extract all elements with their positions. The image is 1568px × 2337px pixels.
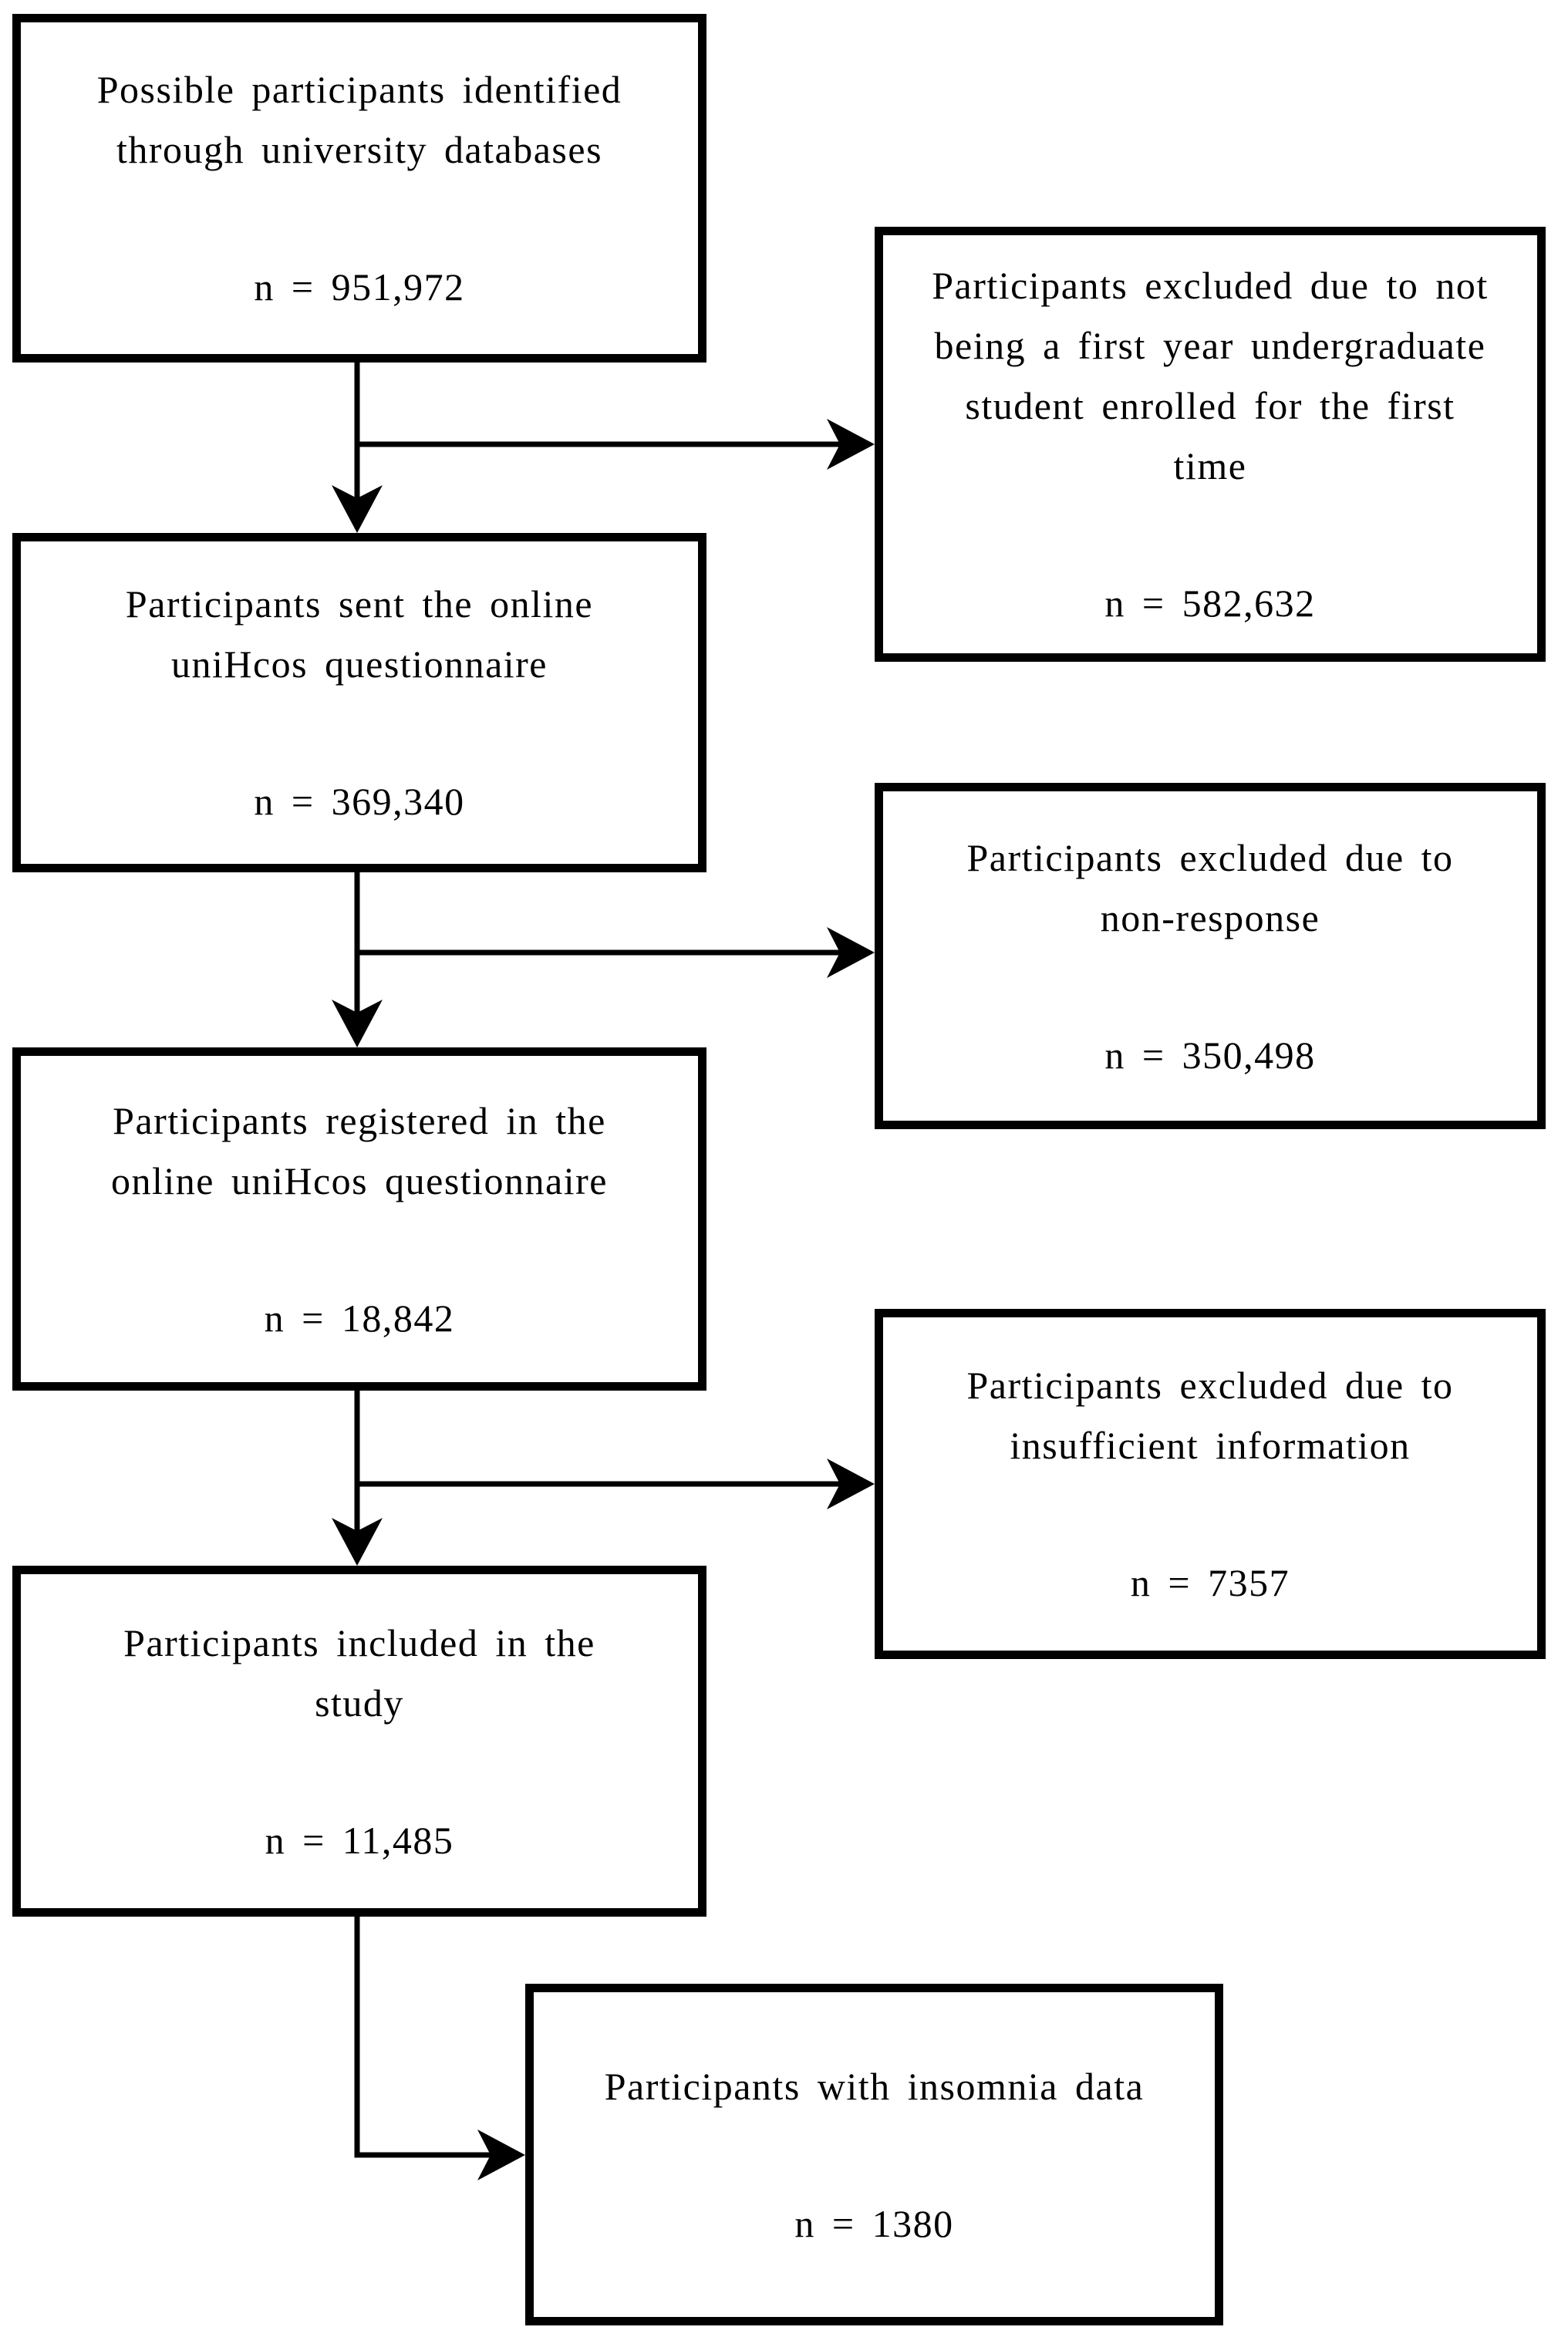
flow-box-excluded-non-response: Participants excluded due to non-respons… — [875, 783, 1546, 1129]
box-title: Participants excluded due to not being a… — [932, 264, 1489, 487]
arrowhead-right-insomnia — [477, 2130, 525, 2180]
box-title: Participants sent the online uniHcos que… — [125, 582, 594, 686]
box-title: Participants excluded due to non-respons… — [966, 835, 1454, 939]
flow-box-identified: Possible participants identified through… — [12, 14, 706, 363]
box-title: Participants excluded due to insufficien… — [966, 1364, 1454, 1467]
box-n-value: n = 18,842 — [264, 1296, 455, 1340]
box-n-value: n = 11,485 — [265, 1818, 454, 1862]
flow-box-excluded-not-first-year: Participants excluded due to not being a… — [875, 227, 1546, 662]
arrowhead-right-excluded-non-response — [827, 927, 875, 978]
box-n-value: n = 7357 — [1130, 1561, 1290, 1604]
arrowhead-down-included — [332, 1518, 383, 1566]
flow-box-included-in-study: Participants included in the study n = 1… — [12, 1566, 706, 1917]
box-title: Participants included in the study — [123, 1620, 595, 1725]
flow-box-insomnia-data: Participants with insomnia data n = 1380 — [525, 1984, 1223, 2325]
arrowhead-down-sent — [332, 485, 383, 533]
box-title: Participants with insomnia data — [604, 2064, 1145, 2108]
box-n-value: n = 1380 — [794, 2201, 954, 2245]
arrowhead-right-excluded-insufficient — [827, 1459, 875, 1509]
arrowhead-right-excluded-not-first-year — [827, 419, 875, 470]
box-title: Possible participants identified through… — [96, 68, 622, 171]
flow-box-excluded-insufficient-information: Participants excluded due to insufficien… — [875, 1309, 1546, 1659]
flow-box-registered: Participants registered in the online un… — [12, 1047, 706, 1391]
box-title: Participants registered in the online un… — [111, 1098, 608, 1202]
flow-box-sent-questionnaire: Participants sent the online uniHcos que… — [12, 533, 706, 872]
arrowhead-down-registered — [332, 1000, 383, 1047]
box-n-value: n = 369,340 — [254, 780, 465, 823]
box-n-value: n = 951,972 — [254, 265, 465, 309]
box-n-value: n = 582,632 — [1104, 582, 1316, 625]
connector-included-to-insomnia — [354, 1917, 493, 2158]
box-n-value: n = 350,498 — [1104, 1033, 1316, 1077]
